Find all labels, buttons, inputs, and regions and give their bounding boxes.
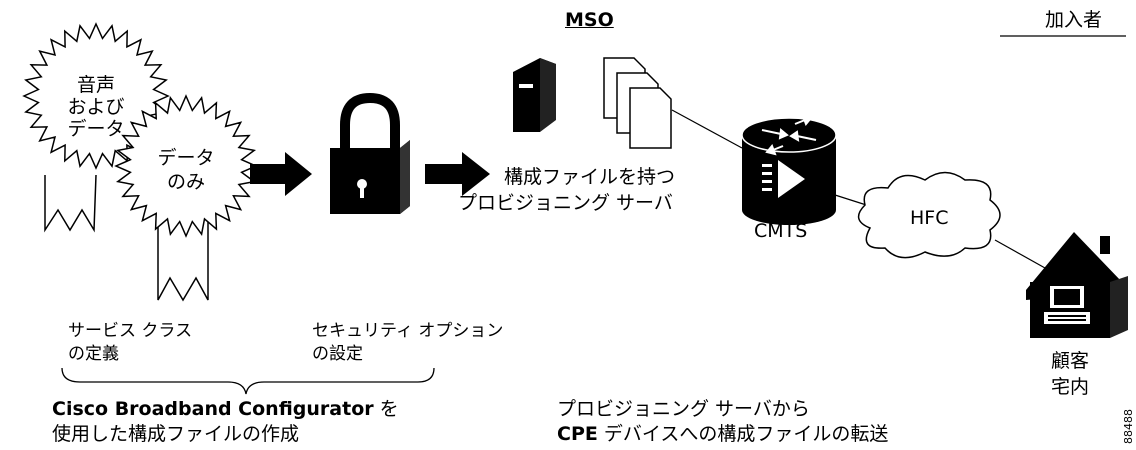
- seal-voice-data-icon: [22, 22, 170, 233]
- caption-left: Cisco Broadband Configurator を 使用した構成ファイ…: [52, 397, 399, 447]
- service-class-line-1: サービス クラス: [68, 321, 193, 341]
- config-files-icon: [603, 57, 672, 149]
- service-class-label: サービス クラス の定義: [68, 320, 192, 366]
- tower-server-icon: [513, 58, 556, 132]
- caption-left-line-1: Cisco Broadband Configurator を: [52, 397, 399, 422]
- bracket: [61, 367, 435, 395]
- seal-voice-text-1: 音声: [76, 74, 115, 96]
- caption-left-rest: を: [373, 398, 399, 420]
- arrow-to-lock-icon: [250, 152, 312, 196]
- caption-right-line-1: プロビジョニング サーバから: [557, 398, 810, 420]
- customer-premises-line-1: 顧客: [1050, 350, 1089, 372]
- security-options-line-2: の設定: [312, 344, 363, 364]
- subscriber-label: 加入者: [1045, 9, 1103, 31]
- cmts-label: CMTS: [754, 220, 808, 242]
- line-files-to-cmts: [671, 109, 743, 149]
- seal-voice-text-2: および: [67, 96, 125, 118]
- seal-data-only-label: データ のみ: [144, 146, 228, 194]
- seal-voice-data-label: 音声 および データ: [54, 74, 138, 140]
- provisioning-server-line-2: プロビジョニング サーバ: [458, 192, 673, 214]
- security-options-line-1: セキュリティ オプション: [312, 321, 504, 341]
- provisioning-server-label: 構成ファイルを持つ プロビジョニング サーバ: [458, 164, 675, 216]
- customer-premises-label: 顧客 宅内: [1040, 348, 1100, 400]
- seal-data-text-1: データ: [157, 147, 215, 169]
- caption-left-bold: Cisco Broadband Configurator: [52, 398, 374, 420]
- mso-label: MSO: [565, 9, 614, 31]
- seal-data-only-icon: [114, 94, 258, 302]
- padlock-icon: [330, 92, 410, 214]
- provisioning-server-line-1: 構成ファイルを持つ: [504, 166, 676, 188]
- hfc-label: HFC: [910, 207, 949, 229]
- caption-right-bold: CPE: [557, 423, 598, 445]
- caption-right-rest: デバイスへの構成ファイルの転送: [597, 423, 889, 445]
- service-class-line-2: の定義: [68, 344, 119, 364]
- customer-premises-line-2: 宅内: [1050, 376, 1089, 398]
- security-options-label: セキュリティ オプション の設定: [312, 320, 503, 366]
- cmts-router-icon: [741, 114, 837, 225]
- cloud-icon: [857, 171, 1001, 259]
- house-with-computer-icon: [1026, 232, 1128, 338]
- seal-voice-text-3: データ: [67, 118, 125, 140]
- caption-right-line-2: CPE デバイスへの構成ファイルの転送: [557, 422, 888, 447]
- figure-number: 88488: [1122, 409, 1135, 444]
- caption-left-line-2: 使用した構成ファイルの作成: [52, 423, 300, 445]
- seal-data-text-2: のみ: [166, 171, 205, 193]
- arrow-to-server-icon: [425, 152, 490, 196]
- caption-right: プロビジョニング サーバから CPE デバイスへの構成ファイルの転送: [557, 397, 888, 447]
- line-cloud-to-house: [994, 239, 1046, 269]
